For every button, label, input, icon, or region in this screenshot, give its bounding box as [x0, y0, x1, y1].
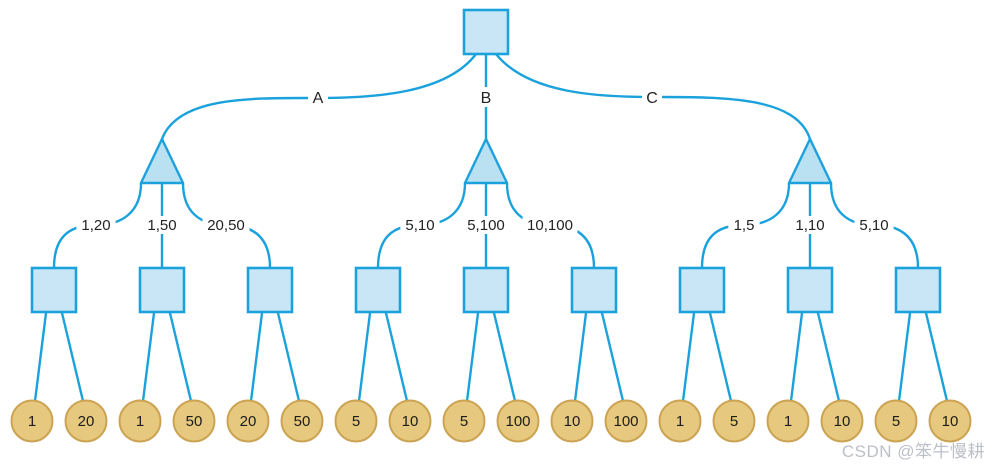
edge-label-gap [142, 216, 182, 234]
leaf-edge [276, 311, 301, 403]
edge-label: 1,10 [795, 217, 824, 234]
leaf-edge [357, 311, 372, 403]
leaf-node [280, 399, 324, 443]
leaf-edge [924, 311, 949, 403]
edge-label-gap [854, 216, 894, 234]
leaf-value: 100 [505, 413, 530, 430]
leaf-node [334, 399, 378, 443]
edge-label: 1,50 [147, 217, 176, 234]
decision-node [138, 266, 186, 314]
leaf-edge [708, 311, 733, 403]
edge-label: 20,50 [207, 217, 245, 234]
leaf-value: 10 [564, 413, 581, 430]
edge-label-gap [202, 216, 250, 234]
leaf-value: 5 [892, 413, 900, 430]
edge-label-gap [462, 216, 510, 234]
leaf-value: 5 [352, 413, 360, 430]
leaf-value: 1 [28, 413, 36, 430]
leaf-node [712, 399, 756, 443]
leaf-value: 50 [294, 413, 311, 430]
edge-label-gap [522, 216, 578, 234]
leaf-edge [60, 311, 85, 403]
leaf-node [604, 399, 648, 443]
leaf-value: 100 [613, 413, 638, 430]
branch-label: C [646, 90, 658, 107]
chance-node [463, 137, 509, 185]
chance-node [787, 137, 833, 185]
chance-node [139, 137, 185, 185]
decision-node [570, 266, 618, 314]
edge-label-gap [76, 216, 116, 234]
leaf-value: 10 [834, 413, 851, 430]
leaf-value: 1 [676, 413, 684, 430]
root-node [462, 8, 510, 56]
edge-label-gap [790, 216, 830, 234]
leaf-value: 5 [460, 413, 468, 430]
leaf-node [766, 399, 810, 443]
leaf-node [442, 399, 486, 443]
leaf-value: 20 [240, 413, 257, 430]
branch-label-gap [308, 87, 328, 107]
edge-label: 10,100 [527, 217, 573, 234]
leaf-edge [816, 311, 841, 403]
leaf-node [226, 399, 270, 443]
leaf-node [550, 399, 594, 443]
decision-node [678, 266, 726, 314]
edge-label-gap [400, 216, 440, 234]
leaf-edge [897, 311, 912, 403]
leaf-edge [600, 311, 625, 403]
leaf-edge [249, 311, 264, 403]
edge-label: 1,20 [81, 217, 110, 234]
leaf-node [928, 399, 972, 443]
decision-node [246, 266, 294, 314]
leaf-value: 20 [78, 413, 95, 430]
leaf-edge [141, 311, 156, 403]
leaf-edge [33, 311, 48, 403]
leaf-node [10, 399, 54, 443]
edge-label-gap [728, 216, 760, 234]
leaf-node [658, 399, 702, 443]
decision-node [894, 266, 942, 314]
leaf-node [388, 399, 432, 443]
leaf-edge [492, 311, 517, 403]
decision-node [30, 266, 78, 314]
branch-label: B [481, 90, 492, 107]
leaf-value: 1 [784, 413, 792, 430]
edge-label: 5,10 [859, 217, 888, 234]
leaf-value: 10 [402, 413, 419, 430]
leaf-node [118, 399, 162, 443]
leaf-edge [465, 311, 480, 403]
leaf-node [172, 399, 216, 443]
leaf-value: 10 [942, 413, 959, 430]
leaf-node [496, 399, 540, 443]
leaf-node [874, 399, 918, 443]
edge-label: 5,10 [405, 217, 434, 234]
branch-label-gap [476, 87, 496, 107]
leaf-value: 1 [136, 413, 144, 430]
decision-node [786, 266, 834, 314]
branch-label-gap [642, 87, 662, 107]
decision-node [462, 266, 510, 314]
leaf-value: 50 [186, 413, 203, 430]
leaf-edge [573, 311, 588, 403]
branch-label: A [313, 90, 324, 107]
leaf-edge [681, 311, 696, 403]
leaf-node [820, 399, 864, 443]
leaf-node [64, 399, 108, 443]
leaf-edge [168, 311, 193, 403]
leaf-value: 5 [730, 413, 738, 430]
edge-label: 1,5 [734, 217, 755, 234]
decision-node [354, 266, 402, 314]
edge-label: 5,100 [467, 217, 505, 234]
leaf-edge [789, 311, 804, 403]
leaf-edge [384, 311, 409, 403]
